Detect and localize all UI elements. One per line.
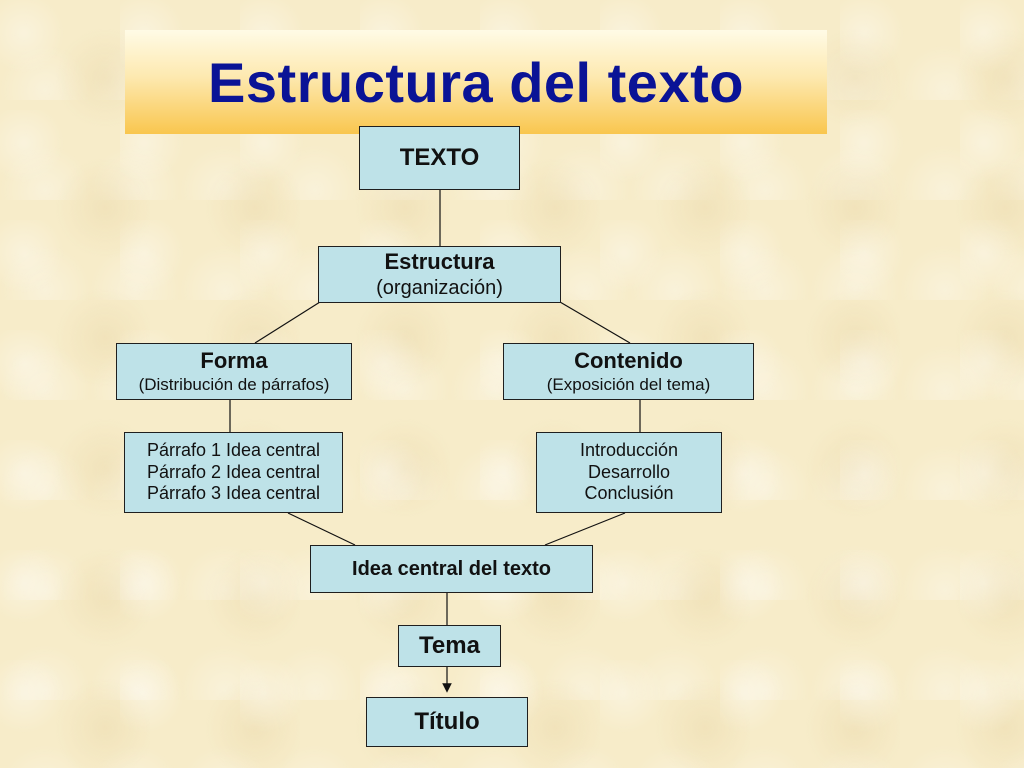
node-idea-central: Idea central del texto [310,545,593,593]
node-contenido-sublabel: (Exposición del tema) [546,374,711,394]
parrafo-line-2: Párrafo 2 Idea central [146,461,321,482]
partes-line-3: Conclusión [584,483,674,504]
node-forma: Forma (Distribución de párrafos) [116,343,352,400]
partes-line-2: Desarrollo [587,461,671,482]
parrafo-line-3: Párrafo 3 Idea central [146,483,321,504]
node-forma-sublabel: (Distribución de párrafos) [138,374,330,394]
line-estructura-contenido [559,301,631,344]
partes-line-1: Introducción [579,440,679,461]
node-titulo: Título [366,697,528,747]
node-contenido: Contenido (Exposición del tema) [503,343,754,400]
line-estructura-forma [254,301,321,344]
node-tema: Tema [398,625,501,667]
node-estructura-label: Estructura [384,249,495,275]
node-contenido-label: Contenido [574,348,683,374]
node-tema-label: Tema [419,631,480,659]
slide-title: Estructura del texto [208,50,744,114]
line-partes-idea [544,512,626,546]
node-titulo-label: Título [414,707,480,735]
node-estructura-sublabel: (organización) [376,276,503,299]
line-parrafos-idea [287,512,356,546]
node-estructura: Estructura (organización) [318,246,561,303]
node-forma-label: Forma [200,348,268,374]
node-texto: TEXTO [359,126,520,190]
node-texto-label: TEXTO [399,143,480,171]
title-banner: Estructura del texto [125,30,827,134]
node-partes: Introducción Desarrollo Conclusión [536,432,722,513]
node-parrafos: Párrafo 1 Idea central Párrafo 2 Idea ce… [124,432,343,513]
parrafo-line-1: Párrafo 1 Idea central [146,440,321,461]
node-idea-central-label: Idea central del texto [352,558,551,580]
